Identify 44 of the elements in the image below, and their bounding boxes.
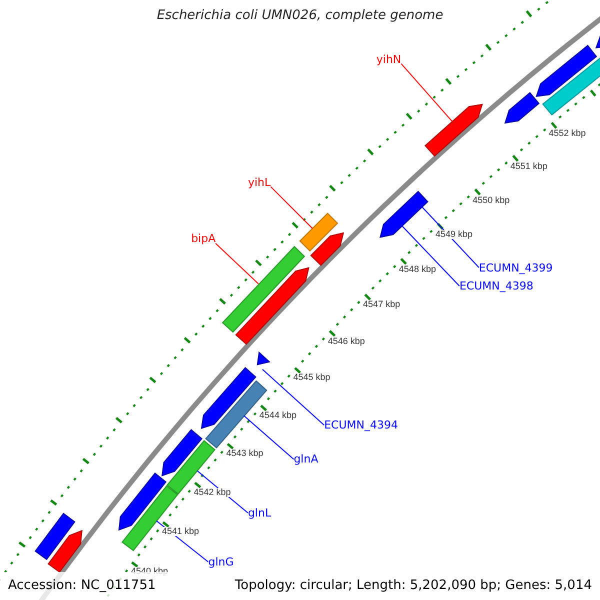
scale-label: 4544 kbp bbox=[258, 410, 298, 420]
scale-label: 4549 kbp bbox=[434, 230, 474, 239]
gene-label: glnG bbox=[208, 555, 234, 568]
leader-line bbox=[400, 63, 453, 122]
gene-feature bbox=[256, 352, 270, 366]
scale-label: 4552 kbp bbox=[548, 129, 587, 138]
scale-label: 4543 kbp bbox=[225, 449, 264, 458]
gene-feature bbox=[299, 212, 338, 252]
accession-text: Accession: NC_011751 bbox=[8, 577, 156, 596]
title: Escherichia coli UMN026, complete genome bbox=[156, 9, 444, 22]
gene-feature bbox=[536, 44, 598, 97]
gene-label: yihL bbox=[248, 176, 271, 189]
gene-label: glnA bbox=[294, 452, 318, 466]
scale-label: 4545 kbp bbox=[292, 373, 332, 382]
gene-feature bbox=[166, 440, 216, 495]
gene-label: bipA bbox=[191, 232, 216, 246]
scale-label: 4550 kbp bbox=[472, 196, 511, 205]
scale-label: 4546 kbp bbox=[326, 336, 366, 346]
gene-feature bbox=[380, 190, 428, 238]
gene-feature bbox=[310, 232, 344, 266]
scale-label: 4542 kbp bbox=[192, 488, 232, 497]
leader-line bbox=[402, 226, 460, 286]
gene-label: glnL bbox=[248, 506, 272, 520]
gene-label: ECUMN_4398 bbox=[459, 279, 534, 292]
gene-feature bbox=[200, 367, 256, 430]
gene-label: ECUMN_4394 bbox=[324, 418, 398, 432]
gene-feature bbox=[424, 104, 483, 157]
gene-label: yihN bbox=[376, 52, 402, 66]
scale-label: 4541 kbp bbox=[161, 526, 200, 536]
scale-label: 4547 kbp bbox=[362, 300, 402, 310]
leader-line bbox=[215, 242, 259, 284]
gene-feature bbox=[504, 92, 540, 124]
genome-info-text: Topology: circular; Length: 5,202,090 bp; Genes: 5,014 bbox=[234, 577, 592, 596]
gene-feature bbox=[48, 530, 82, 573]
gene-feature bbox=[34, 512, 76, 560]
scale-label: 4551 kbp bbox=[509, 162, 548, 172]
gene-label: ECUMN_4399 bbox=[478, 261, 553, 274]
leader-line bbox=[262, 368, 325, 426]
leader-line bbox=[270, 186, 313, 229]
gene-feature bbox=[222, 246, 306, 333]
gene-feature bbox=[162, 429, 202, 476]
gene-feature bbox=[235, 267, 310, 345]
leader-line bbox=[244, 415, 294, 460]
scale-label: 4548 kbp bbox=[398, 264, 437, 274]
